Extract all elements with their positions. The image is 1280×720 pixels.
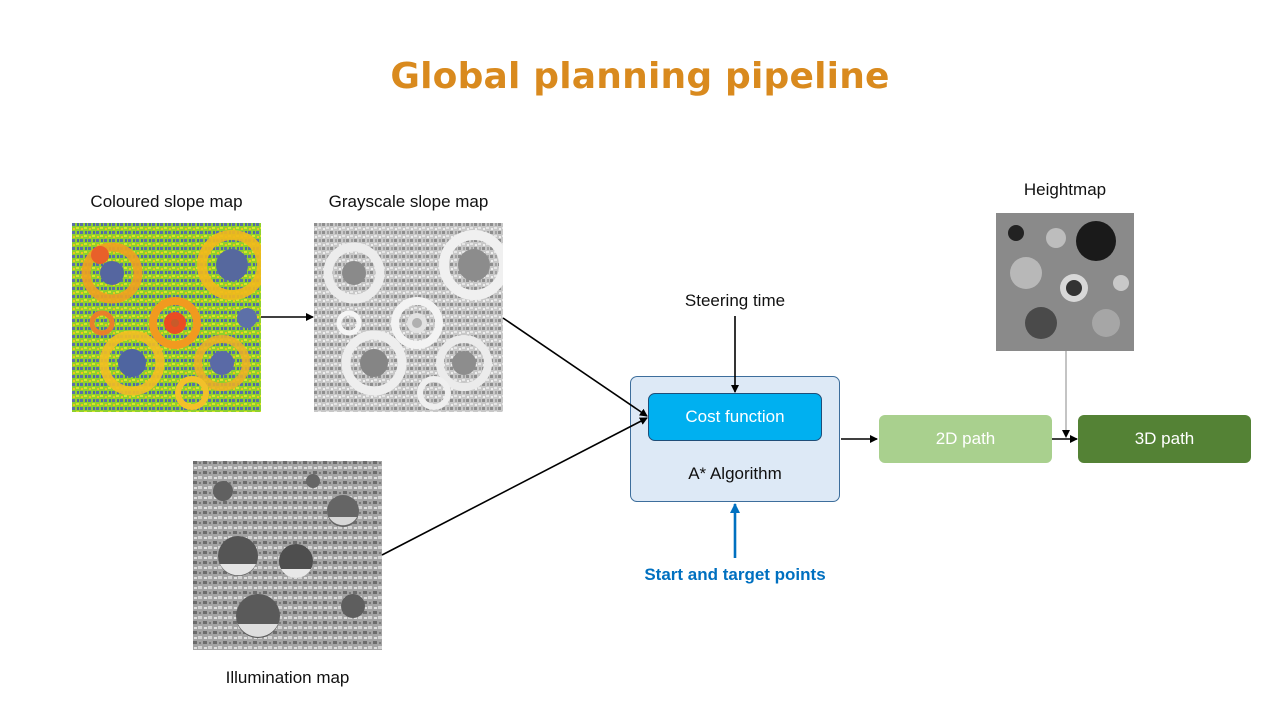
coloured-slope-map-label: Coloured slope map: [90, 192, 243, 211]
heightmap-image: [996, 213, 1134, 351]
arrow-illumination-to-cost: [381, 417, 648, 556]
illumination-map-label: Illumination map: [225, 668, 350, 687]
grayscale-slope-map-label: Grayscale slope map: [328, 192, 489, 211]
grayscale-slope-map-image: [314, 223, 503, 412]
path-2d-box: 2D path: [879, 415, 1052, 463]
slide-title: Global planning pipeline: [390, 56, 890, 97]
heightmap-label: Heightmap: [1023, 180, 1107, 199]
arrow-grayscale-to-cost: [502, 317, 648, 417]
cost-function-box: Cost function: [648, 393, 822, 441]
illumination-map-image: [193, 461, 382, 650]
steering-time-label: Steering time: [684, 291, 786, 310]
path-3d-box: 3D path: [1078, 415, 1251, 463]
start-and-target-points-label: Start and target points: [644, 565, 826, 584]
coloured-slope-map-image: [72, 223, 261, 412]
astar-algorithm-label: A* Algorithm: [688, 464, 782, 483]
